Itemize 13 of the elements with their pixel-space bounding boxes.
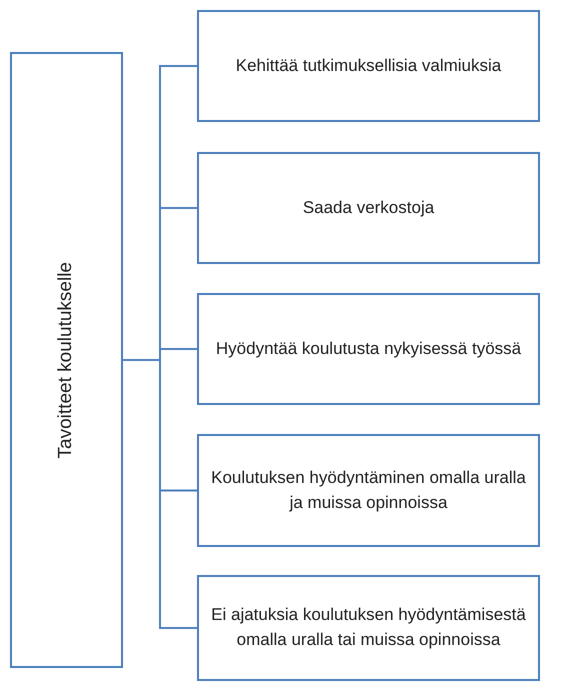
goal-box	[197, 10, 540, 122]
node-text: Ei ajatuksia koulutuksen hyödyntämisestä omalla uralla tai muissa opinnoissa	[210, 604, 527, 651]
title-box	[10, 52, 123, 668]
goal-box	[197, 575, 540, 681]
node-text: Saada verkostoja	[302, 196, 434, 219]
goal-box	[197, 152, 540, 264]
node-text: Hyödyntää koulutusta nykyisessä työssä	[216, 338, 522, 360]
connector-line	[123, 359, 197, 629]
goal-box	[197, 293, 540, 405]
node-text: Kehittää tutkimuksellisia valmiuksia	[236, 54, 502, 77]
node-text: Koulutuksen hyödyntäminen omalla uralla ja muissa opinnoissa	[210, 466, 527, 514]
node-text: Tavoitteet koulutukselle	[54, 262, 78, 458]
goal-box	[197, 434, 540, 547]
